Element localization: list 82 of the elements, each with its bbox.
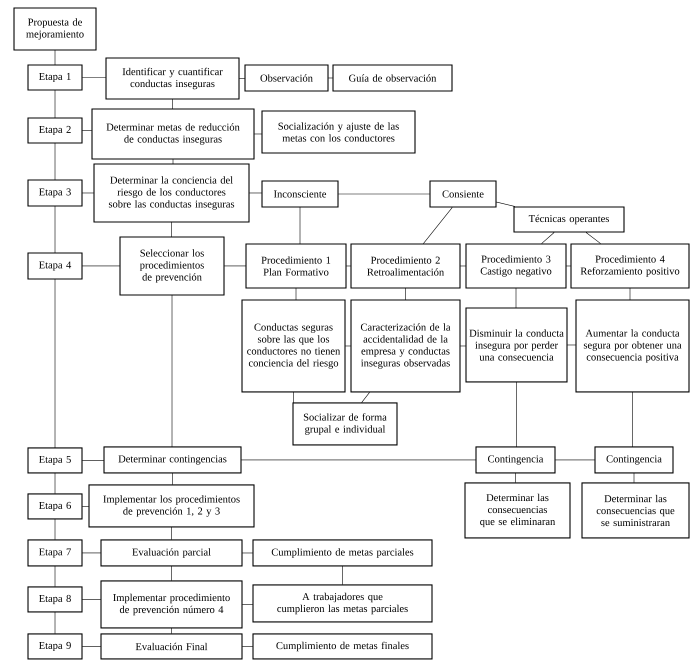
connector-line [423, 207, 452, 244]
process-box: Procedimiento 4 Reforzamiento positivo [570, 243, 690, 289]
process-box: Aumentar la conducta segura por obtener una consecuencia positiva [575, 299, 690, 393]
connector-line [239, 78, 245, 79]
process-box: Evaluación Final [100, 633, 243, 660]
connector-line [54, 50, 56, 65]
connector-line [54, 566, 56, 587]
process-box: Determinar las consecuencias que se suministraran [581, 482, 690, 539]
connector-line [82, 599, 101, 600]
connector-line [171, 628, 172, 634]
process-box: Socialización y ajuste de las metas con los conductores [261, 110, 416, 154]
connector-line [293, 392, 294, 403]
process-box: Propuesta de mejoramiento [13, 7, 97, 51]
connector-line [586, 232, 601, 244]
process-box: Observación [244, 64, 329, 92]
connector-line [567, 344, 576, 346]
process-box: Determinar contingencias [103, 446, 242, 474]
connector-line [242, 552, 253, 554]
connector-line [82, 552, 101, 554]
connector-line [54, 519, 56, 540]
connector-line [516, 382, 517, 447]
process-box: Determinar las consecuencias que se eliminaran [464, 482, 571, 539]
process-box: Caracterización de la accidentalidad de la empresa y conductas inseguras observadas [350, 299, 461, 393]
stage-box: Etapa 9 [27, 633, 83, 660]
stage-box: Etapa 4 [27, 252, 83, 280]
connector-line [172, 473, 173, 485]
connector-line [54, 279, 56, 448]
connector-line [496, 202, 516, 207]
stage-box: Etapa 6 [27, 493, 83, 520]
connector-line [54, 143, 56, 180]
connector-line [171, 222, 172, 237]
connector-line [242, 646, 253, 647]
connector-line [242, 604, 253, 605]
process-box: Procedimiento 3 Castigo negativo [465, 243, 567, 289]
connector-line [82, 192, 94, 194]
stage-box: Etapa 5 [27, 447, 83, 474]
connector-line [54, 206, 56, 253]
process-box: Cumplimiento de metas finales [252, 633, 433, 660]
connector-line [54, 90, 56, 118]
process-box: Procedimiento 1 Plan Formativo [245, 243, 347, 289]
connector-line [632, 392, 633, 447]
process-box: Inconsciente [261, 180, 339, 208]
process-box: Evaluación parcial [100, 539, 243, 567]
process-box: Cumplimiento de metas parciales [252, 539, 433, 567]
process-box: Disminuir la conducta insegura por perder una consecuencia [465, 307, 568, 383]
process-box: Consiente [429, 180, 497, 208]
connector-line [249, 192, 262, 194]
process-box: Implementar los procedimientos de prevención 1, 2 y 3 [88, 484, 255, 528]
process-box: Contingencia [594, 446, 674, 474]
connector-line [82, 506, 89, 507]
connector-line [541, 232, 554, 244]
connector-line [405, 288, 406, 300]
process-box: Conductas seguras sobre las que los conductores no tienen conciencia del riesgo [241, 299, 346, 393]
connector-line [172, 159, 174, 164]
process-box: Procedimiento 2 Retroalimentación [350, 243, 461, 289]
process-box: Identificar y cuantificar conductas inseguras [105, 57, 240, 100]
process-box: Técnicas operantes [513, 206, 625, 233]
connector-line [82, 460, 104, 461]
connector-line [172, 99, 173, 109]
stage-box: Etapa 7 [27, 539, 83, 567]
connector-line [54, 473, 56, 494]
connector-line [171, 527, 172, 540]
process-box: Determinar metas de reducción de conductas inseguras [91, 108, 255, 160]
stage-box: Etapa 2 [27, 117, 83, 144]
connector-line [82, 130, 92, 131]
stage-box: Etapa 3 [27, 179, 83, 207]
connector-line [342, 566, 343, 585]
process-box: Socializar de forma grupal e individual [292, 402, 398, 446]
connector-line [515, 473, 516, 483]
stage-box: Etapa 8 [27, 586, 83, 613]
stage-box: Etapa 1 [27, 64, 83, 91]
connector-line [54, 612, 56, 634]
process-box: Determinar la conciencia del riesgo de los conductores sobre las conductas inseguras [93, 163, 250, 223]
process-box: Contingencia [475, 446, 556, 474]
process-box: Implementar procedimiento de prevención número 4 [100, 580, 243, 629]
connector-line [171, 566, 172, 581]
connector-line [82, 77, 106, 78]
process-box: Seleccionar los procedimientos de prevención [119, 236, 225, 296]
connector-line [361, 392, 370, 403]
process-box: A trabajadores que cumplieron las metas parciales [252, 584, 433, 623]
process-box: Guía de observación [332, 64, 453, 92]
connector-line [82, 646, 101, 647]
